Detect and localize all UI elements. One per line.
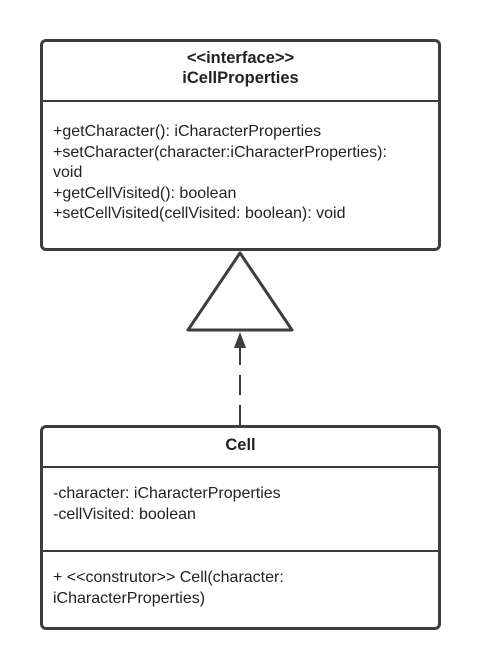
dependency-arrowhead [234,332,246,348]
cell-attribute: -cellVisited: boolean [53,505,196,523]
cell-class-box[interactable]: Cell -character: iCharacterProperties -c… [40,425,441,630]
interface-operation: +getCellVisited(): boolean [53,184,237,202]
cell-operations: + <<construtor>> Cell(character: iCharac… [43,550,438,609]
cell-class-header: Cell [43,428,438,466]
interface-operation: +setCharacter(character:iCharacterProper… [53,143,387,161]
interface-operation: +getCharacter(): iCharacterProperties [53,123,322,140]
interface-class-box[interactable]: <<interface>> iCellProperties +getCharac… [40,39,441,251]
interface-class-header: <<interface>> iCellProperties [43,42,438,100]
realization-hollow-triangle [186,251,294,332]
interface-operation: void [53,164,83,181]
cell-operation: iCharacterProperties) [53,589,206,607]
cell-class-name: Cell [225,436,256,454]
interface-operations: +getCharacter(): iCharacterProperties +s… [43,100,438,225]
interface-stereotype: <<interface>> [186,49,295,67]
interface-class-name: iCellProperties [182,69,299,87]
interface-operation: +setCellVisited(cellVisited: boolean): v… [53,205,346,222]
cell-attribute: -character: iCharacterProperties [53,485,281,502]
cell-attributes: -character: iCharacterProperties -cellVi… [43,466,438,550]
cell-operation: + <<construtor>> Cell(character: [53,569,284,586]
